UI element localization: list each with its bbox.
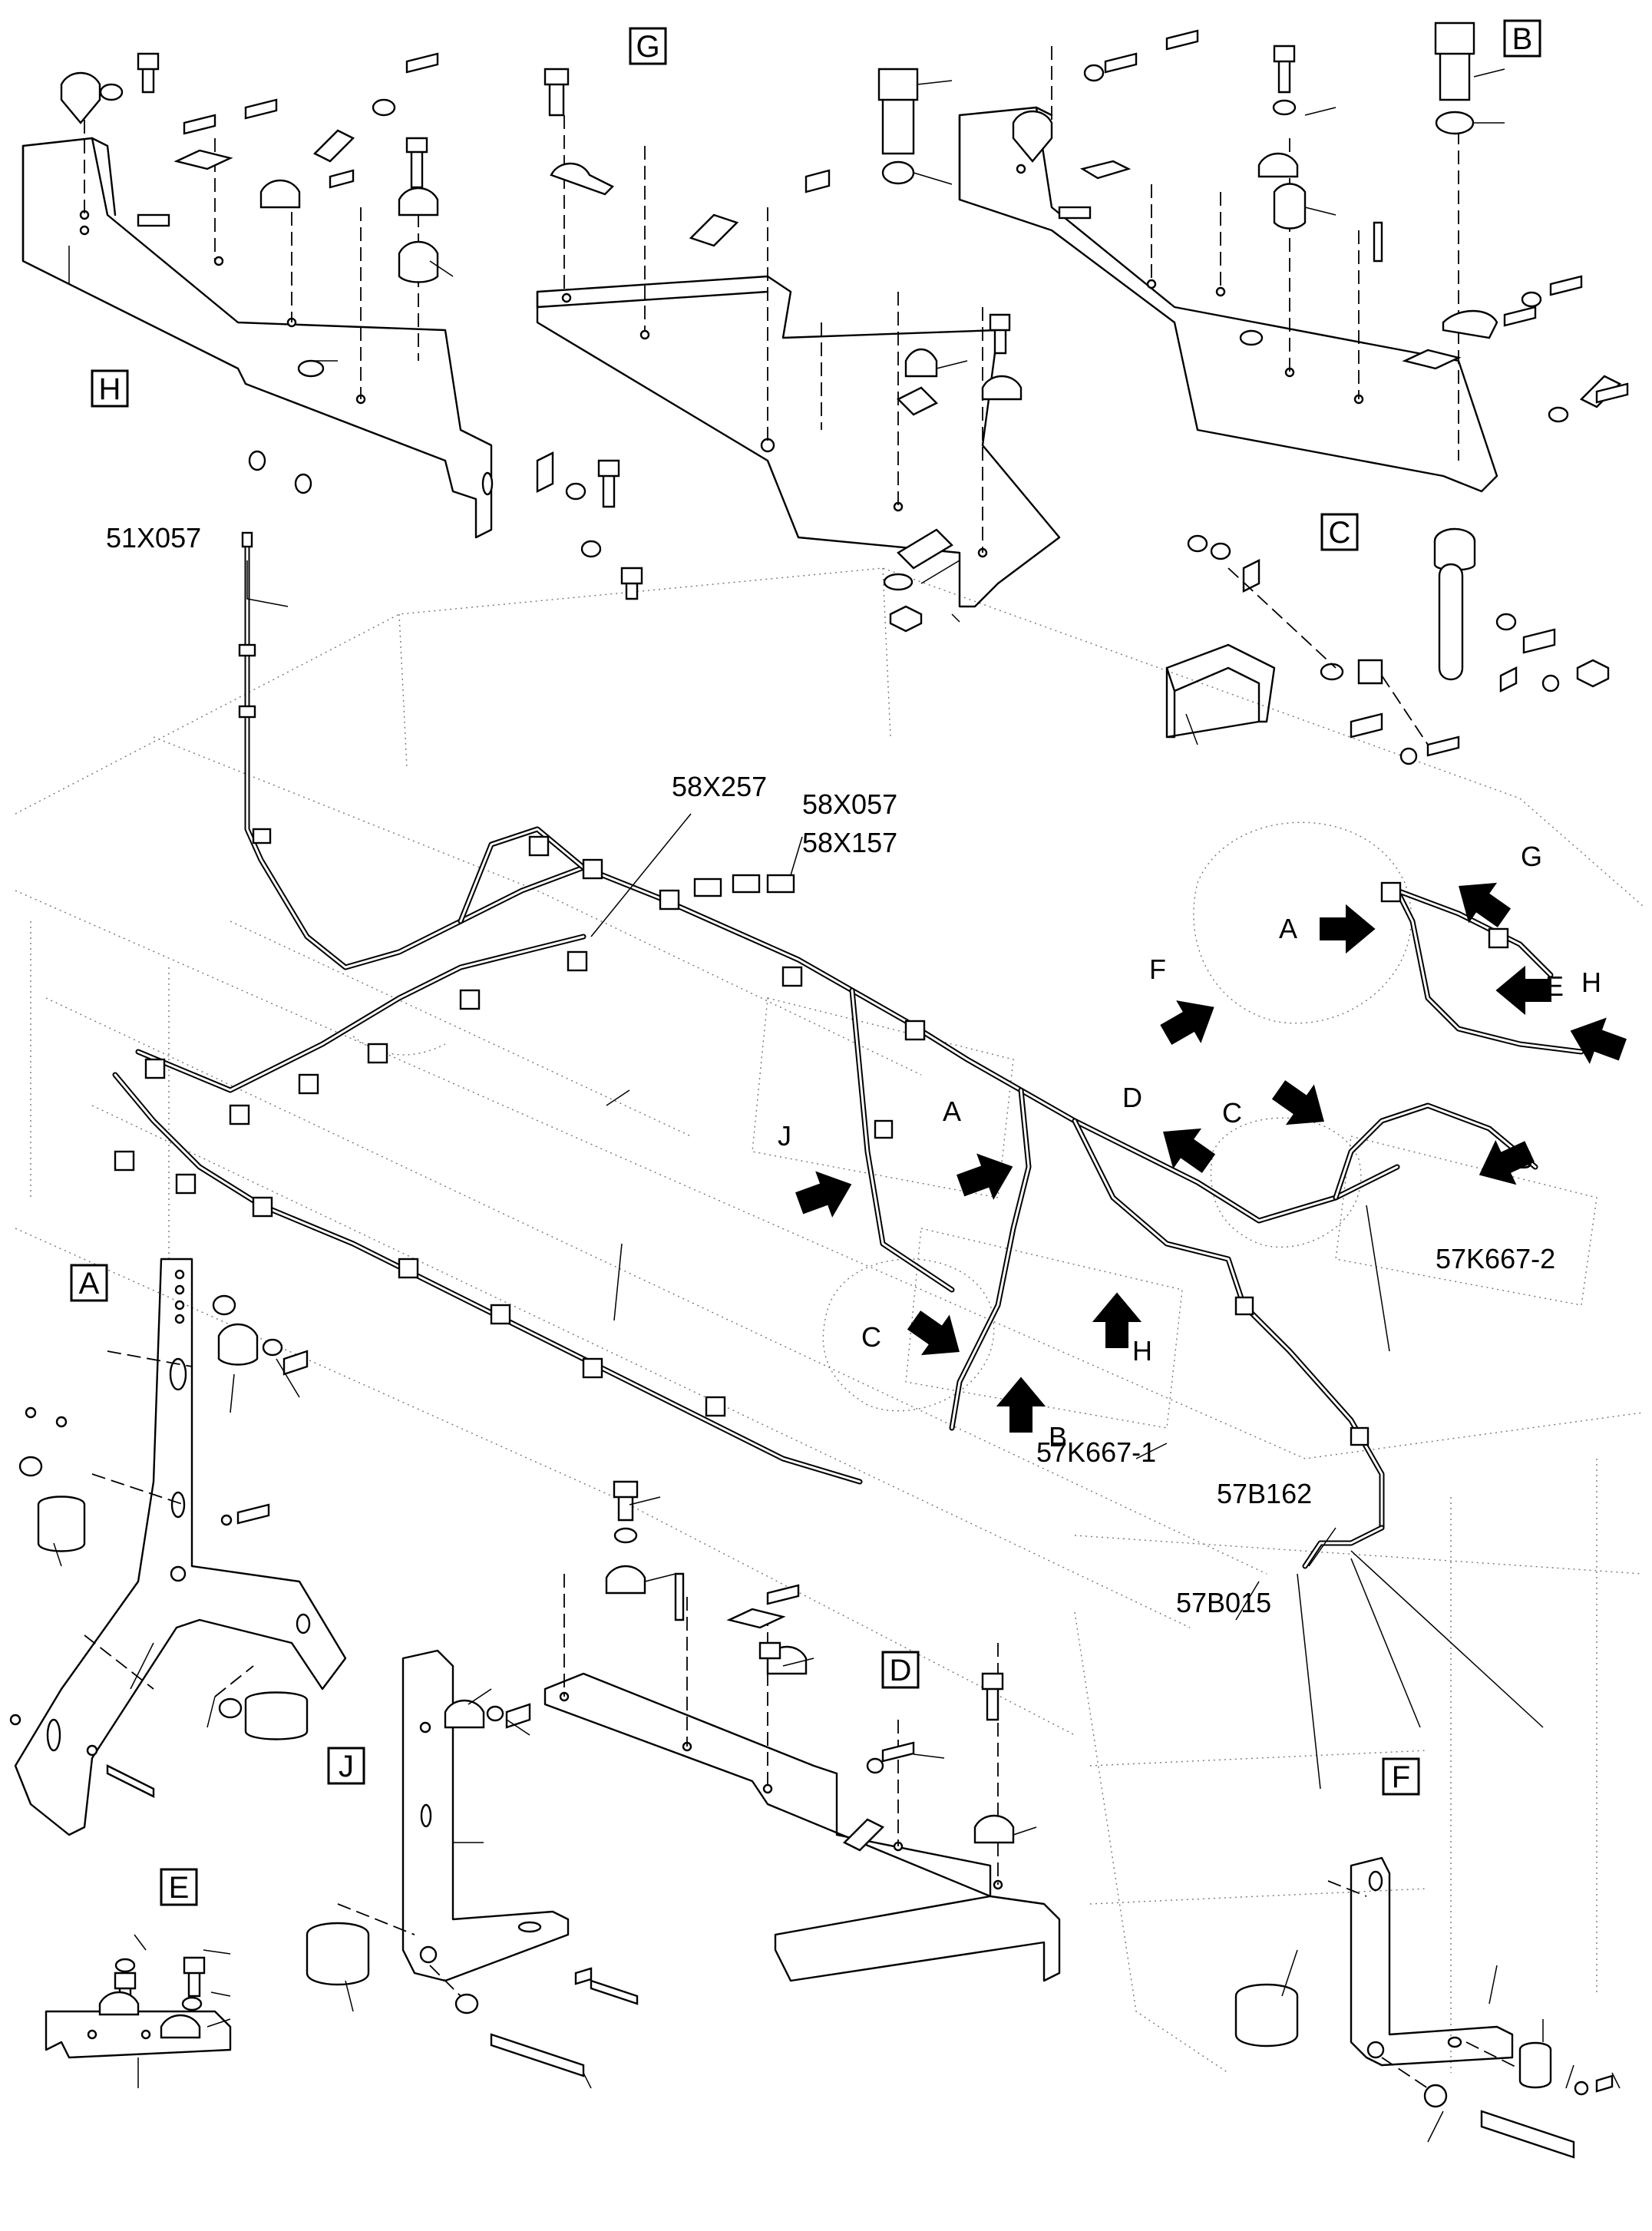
view-callout-a: A bbox=[943, 1096, 1013, 1200]
detail-frame-letter: C bbox=[1329, 516, 1351, 550]
view-callout-letter: D bbox=[1122, 1082, 1142, 1113]
view-arrow-icon bbox=[1160, 1000, 1214, 1045]
detail-frame-e: E bbox=[160, 1868, 198, 1906]
detail-g-bracket bbox=[536, 68, 1061, 633]
view-callout-letter: C bbox=[861, 1321, 881, 1353]
view-callout-c: C bbox=[861, 1311, 960, 1356]
component-label-58x057: 58X057 bbox=[802, 788, 897, 820]
detail-f-bracket bbox=[1234, 1856, 1621, 2159]
view-callout-letter: A bbox=[943, 1096, 961, 1127]
component-label-57b162: 57B162 bbox=[1217, 1478, 1312, 1509]
view-callout-letter: J bbox=[778, 1120, 791, 1152]
view-arrow-icon bbox=[907, 1311, 960, 1356]
detail-frame-letter: A bbox=[79, 1267, 100, 1301]
detail-frame-a: A bbox=[70, 1264, 108, 1302]
view-callout-letter: F bbox=[1149, 954, 1166, 985]
leader-lines bbox=[246, 560, 1544, 1790]
detail-frame-letter: D bbox=[890, 1654, 912, 1687]
wire-harness bbox=[112, 544, 1584, 1569]
view-callout-j: J bbox=[778, 1120, 852, 1218]
detail-frame-c: C bbox=[1320, 513, 1359, 551]
harness-clamps bbox=[114, 531, 1509, 1446]
view-callout-a: A bbox=[1279, 904, 1376, 954]
view-callout-b: B bbox=[1479, 1140, 1535, 1185]
view-arrow-icon bbox=[1271, 1080, 1324, 1125]
view-callout-h: H bbox=[1570, 967, 1627, 1064]
component-label-57k667-2: 57K667-2 bbox=[1436, 1243, 1555, 1274]
view-callout-letter: H bbox=[1581, 967, 1601, 998]
view-callout-letter: E bbox=[1545, 970, 1564, 1002]
view-callout-letter: A bbox=[1279, 913, 1297, 944]
detail-frame-d: D bbox=[881, 1651, 920, 1689]
view-callout-c: C bbox=[1222, 1080, 1324, 1129]
view-callout-g: G bbox=[1459, 841, 1542, 927]
detail-frame-labels: G B H C A D J F E bbox=[70, 19, 1541, 1906]
detail-frame-letter: B bbox=[1512, 22, 1533, 56]
detail-frame-f: F bbox=[1382, 1757, 1420, 1796]
component-label-58x257: 58X257 bbox=[672, 771, 767, 802]
detail-frame-letter: H bbox=[99, 372, 121, 406]
component-reference-labels: 51X057 58X257 58X057 58X157 57K667-2 57K667-1… bbox=[106, 522, 1555, 1618]
detail-e-bracket bbox=[45, 1934, 232, 2088]
view-arrow-icon bbox=[1163, 1128, 1216, 1173]
view-callout-letter: G bbox=[1521, 841, 1542, 872]
view-arrow-icon bbox=[1320, 904, 1376, 954]
view-callout-letter: H bbox=[1132, 1335, 1152, 1367]
view-callout-b: B bbox=[996, 1377, 1067, 1453]
view-arrow-icon bbox=[1459, 882, 1512, 927]
detail-frame-b: B bbox=[1503, 19, 1541, 58]
view-arrow-icon bbox=[1092, 1292, 1142, 1348]
view-callout-letter: C bbox=[1222, 1097, 1242, 1129]
view-callout-e: E bbox=[1495, 965, 1564, 1016]
view-arrow-icon bbox=[1479, 1140, 1535, 1185]
detail-frame-letter: E bbox=[169, 1871, 190, 1905]
view-callout-h: H bbox=[1092, 1292, 1152, 1367]
detail-c-bracket bbox=[1165, 534, 1610, 765]
detail-frame-letter: J bbox=[339, 1750, 354, 1783]
detail-b-bracket bbox=[958, 21, 1629, 571]
view-callout-d: D bbox=[1122, 1082, 1216, 1173]
view-arrow-icon bbox=[996, 1377, 1046, 1433]
detail-frame-j: J bbox=[327, 1747, 365, 1785]
detail-j-bracket bbox=[306, 1649, 639, 2089]
detail-frame-letter: G bbox=[636, 30, 659, 64]
view-callout-letter: B bbox=[1515, 1143, 1533, 1175]
component-label-57k667-1: 57K667-1 bbox=[1036, 1436, 1156, 1468]
view-arrow-icon bbox=[1570, 1017, 1627, 1064]
detail-frame-h: H bbox=[91, 369, 129, 408]
view-arrow-icon bbox=[1495, 965, 1551, 1016]
component-label-58x157: 58X157 bbox=[802, 827, 897, 858]
view-arrow-icon bbox=[957, 1153, 1013, 1200]
detail-h-bracket bbox=[21, 52, 643, 600]
detail-frame-letter: F bbox=[1392, 1760, 1410, 1794]
view-arrow-icon bbox=[795, 1171, 852, 1218]
view-callout-f: F bbox=[1149, 954, 1214, 1045]
detail-frame-g: G bbox=[629, 27, 667, 65]
view-callout-letter: B bbox=[1049, 1421, 1067, 1453]
component-label-51x057: 51X057 bbox=[106, 522, 201, 554]
component-label-57b015: 57B015 bbox=[1176, 1587, 1271, 1618]
detail-d-bracket bbox=[544, 1480, 1061, 1982]
detail-a-bracket bbox=[9, 1258, 347, 1836]
